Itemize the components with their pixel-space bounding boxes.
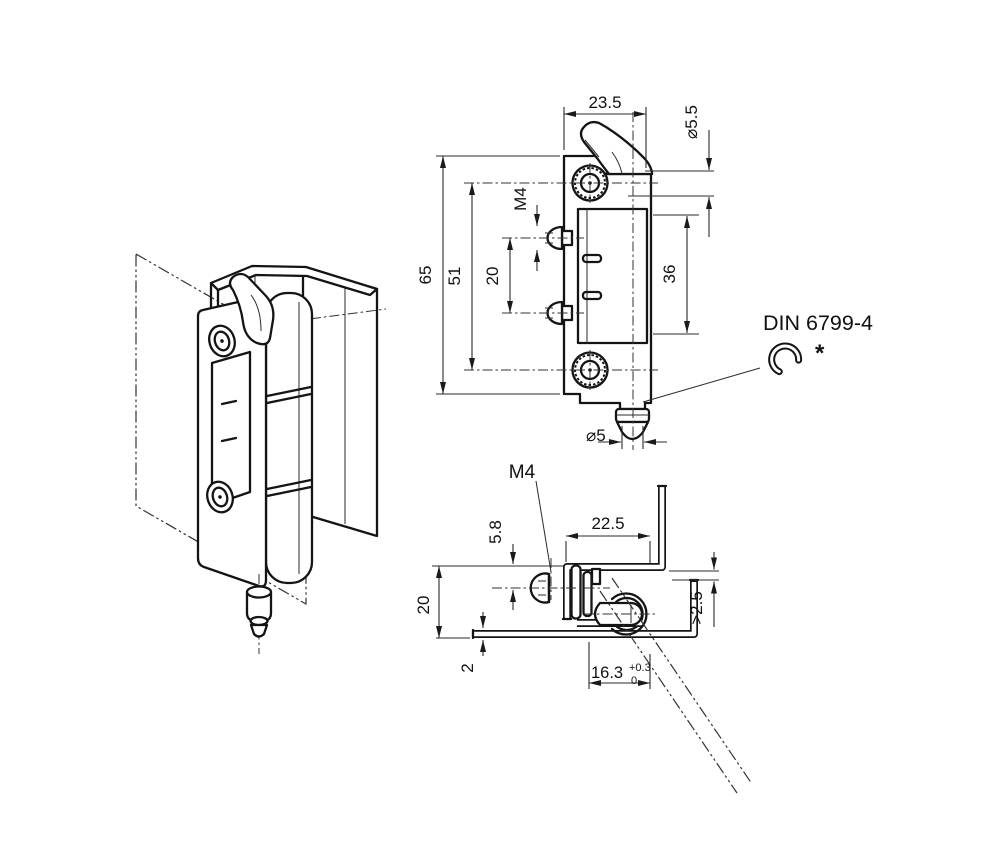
hinge-lever-front — [579, 120, 654, 176]
dim-label-tol-upper: +0.3 — [629, 662, 651, 674]
dim-front-thread-spacing: 20 — [483, 238, 513, 313]
dim-label-door-return: 16.3 — [591, 664, 623, 682]
dim-section-thickness: 2 — [458, 612, 486, 673]
leaf-cutout-iso — [210, 350, 252, 507]
dim-front-pin-top-dia: ⌀5.5 — [645, 105, 714, 237]
dim-label-width: 23.5 — [588, 93, 621, 112]
hinge-lever-iso — [228, 272, 275, 346]
label-section-thread: M4 — [509, 462, 552, 573]
note-standard-label: DIN 6799-4 — [763, 311, 873, 335]
dim-section-clearance: >2.5 — [669, 552, 719, 627]
section-view: M4 5.8 22.5 20 2 — [414, 462, 753, 794]
dim-section-door-return: 16.3 +0.3 0 — [588, 642, 651, 689]
front-view: 23.5 ⌀5.5 65 51 20 — [416, 93, 873, 450]
m4-screw-section — [492, 558, 610, 604]
dim-section-height: 20 — [414, 566, 470, 639]
screw-boss-bottom-iso — [206, 480, 234, 514]
hinge-knuckle-iso — [264, 291, 314, 585]
isometric-view — [135, 252, 387, 654]
note-footnote-marker: * — [815, 340, 825, 367]
open-position-phantom — [611, 577, 753, 785]
retaining-ring-icon — [768, 342, 803, 376]
dim-label-pin-dia: ⌀5 — [586, 426, 606, 445]
dim-front-width: 23.5 — [563, 93, 647, 168]
dim-label-depth: 22.5 — [591, 514, 624, 533]
dim-label-section-height: 20 — [414, 596, 433, 615]
dim-label-section-thread: M4 — [509, 462, 536, 483]
dim-label-clearance: >2.5 — [687, 591, 706, 625]
dim-label-pin-top-dia: ⌀5.5 — [682, 105, 701, 139]
dim-label-thread: M4 — [511, 187, 530, 211]
dim-front-pin-dia: ⌀5 — [586, 426, 667, 449]
dim-label-thickness: 2 — [458, 663, 477, 672]
dim-label-thread-spacing: 20 — [483, 267, 502, 286]
dim-label-offset: 5.8 — [486, 520, 505, 544]
body-cutout-front — [576, 207, 649, 345]
dim-label-tol-lower: 0 — [631, 675, 637, 687]
dim-front-height: 65 — [416, 155, 560, 395]
dim-front-cutout-height: 36 — [653, 214, 699, 335]
dim-section-depth: 22.5 — [565, 514, 651, 563]
dim-section-offset: 5.8 — [486, 520, 516, 610]
dim-label-height: 65 — [416, 266, 435, 285]
dim-label-cutout-height: 36 — [660, 265, 679, 284]
screw-boss-top-iso — [208, 324, 236, 358]
dim-label-hole-spacing: 51 — [445, 267, 464, 286]
hinge-leaf-section — [570, 564, 582, 620]
dim-front-thread: M4 — [511, 187, 540, 271]
retaining-ring-note: DIN 6799-4 * — [642, 311, 873, 403]
dim-front-hole-spacing: 51 — [445, 183, 475, 370]
door-frame-face — [301, 266, 379, 538]
hinge-pin-section — [593, 601, 644, 627]
